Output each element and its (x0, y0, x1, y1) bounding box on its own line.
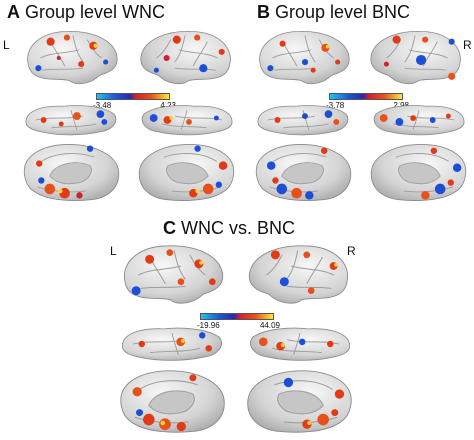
colorbar-min: -3.78 (326, 101, 345, 110)
activation-clusters (132, 374, 197, 432)
colorbar-max: 44.09 (259, 321, 280, 330)
panel-c-label: WNC vs. BNC (181, 218, 295, 238)
panel-a-label: Group level WNC (25, 2, 166, 22)
activation-clusters (274, 110, 340, 125)
panel-b-right-label: R (463, 38, 472, 52)
colorbar-max: 4.23 (160, 101, 176, 110)
activation-clusters (40, 110, 108, 127)
panel-c-right-medial-view (242, 366, 358, 436)
activation-clusters (270, 250, 338, 295)
panel-b-right-medial-view (366, 140, 472, 204)
colorbar-gradient (96, 93, 170, 100)
activation-clusters (153, 34, 225, 73)
panel-b-left-medial-view (250, 140, 356, 204)
panel-c-letter: C (163, 218, 176, 238)
colorbar-min: -3.48 (93, 101, 112, 110)
panel-a-left-ventral-view (22, 100, 120, 140)
activation-clusters (149, 114, 219, 125)
activation-clusters (266, 147, 328, 200)
activation-clusters (189, 145, 228, 198)
panel-a-right-lateral-view (136, 26, 238, 90)
panel-c-left-ventral-view (118, 322, 226, 366)
panel-b-left-lateral-view (252, 26, 354, 90)
panel-a-right-ventral-view (138, 100, 236, 140)
activation-clusters (383, 35, 456, 80)
panel-b-right-ventral-view (370, 100, 468, 140)
activation-clusters (131, 249, 216, 296)
panel-a-left-medial-view (18, 140, 124, 204)
activation-clusters (267, 40, 341, 73)
panel-c-left-label: L (110, 244, 117, 258)
panel-b-right-lateral-view (366, 26, 468, 90)
activation-clusters (258, 337, 334, 351)
panel-a-left-lateral-view (20, 26, 122, 90)
activation-clusters (36, 145, 94, 199)
panel-a-left-label: L (3, 38, 10, 52)
colorbar-max: 2.98 (393, 101, 409, 110)
panel-b-letter: B (257, 2, 270, 22)
panel-a-right-medial-view (134, 140, 240, 204)
panel-c-right-label: R (347, 244, 356, 258)
panel-c-right-lateral-view (244, 240, 356, 310)
activation-clusters (35, 34, 109, 72)
panel-b-left-ventral-view (254, 100, 352, 140)
panel-b-label: Group level BNC (275, 2, 411, 22)
colorbar-gradient (200, 313, 274, 320)
activation-clusters (138, 332, 212, 352)
activation-clusters (379, 113, 451, 126)
panel-a-letter: A (7, 2, 20, 22)
colorbar-gradient (329, 93, 403, 100)
colorbar-min: -19.96 (197, 321, 220, 330)
panel-c-left-lateral-view (116, 240, 228, 310)
activation-clusters (283, 377, 345, 429)
panel-c-left-medial-view (114, 366, 230, 436)
activation-clusters (421, 147, 462, 200)
panel-c-right-ventral-view (246, 322, 354, 366)
